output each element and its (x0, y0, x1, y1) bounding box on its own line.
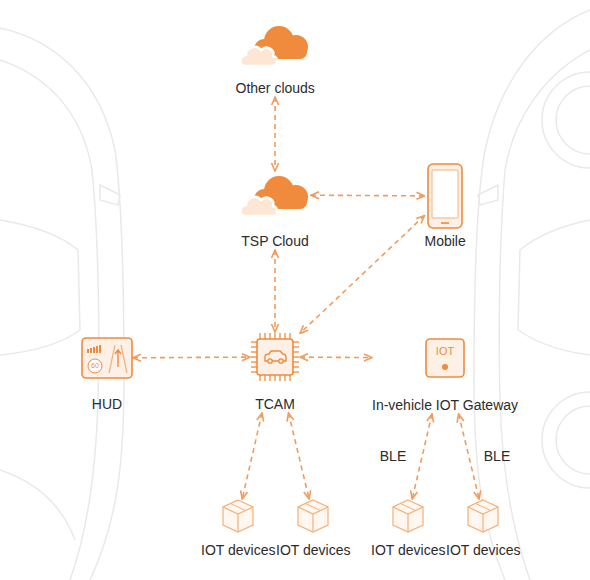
node-label: Mobile (425, 233, 466, 250)
cloud-node: Other clouds (236, 21, 315, 97)
dashed-connector (459, 414, 480, 499)
hud-node: 60HUD (81, 337, 133, 413)
icon-text: 60 (88, 362, 102, 370)
node-icon: 60 (81, 337, 133, 379)
dashed-connector (300, 216, 425, 334)
cloud-node: TSP Cloud (239, 171, 311, 250)
chip-symbol (250, 332, 300, 382)
node-label: TSP Cloud (241, 233, 308, 250)
node-icon (392, 499, 424, 533)
cube-symbol (467, 499, 499, 533)
node-icon (222, 499, 254, 533)
device-node: IOT devices (371, 499, 445, 559)
dashed-connector (133, 356, 250, 358)
node-label: Other clouds (236, 80, 315, 97)
cube-symbol (392, 499, 424, 533)
node-label: In-vehicle IOT Gateway (372, 397, 518, 414)
node-icon (239, 21, 311, 69)
iot-symbol (425, 338, 465, 378)
cloud-symbol (239, 171, 311, 219)
phone-symbol (427, 163, 463, 229)
mobile-node: Mobile (425, 163, 466, 250)
edge-label: BLE (380, 448, 406, 465)
edge-label: BLE (484, 448, 510, 465)
gateway-node: IOT In-vehicle IOT Gateway (372, 338, 518, 414)
cube-symbol (222, 499, 254, 533)
icon-text: IOT (425, 345, 465, 357)
hud-symbol (81, 337, 133, 379)
cube-symbol (297, 499, 329, 533)
dashed-connector (242, 413, 262, 499)
node-icon: IOT (425, 338, 465, 378)
dashed-connector (289, 413, 310, 499)
node-label: IOT devices (276, 542, 350, 559)
dashed-connector (412, 414, 432, 499)
node-label: TCAM (255, 396, 295, 413)
dashed-connector (311, 194, 425, 196)
device-node: IOT devices (446, 499, 520, 559)
dashed-connector (274, 250, 276, 332)
dashed-connector (274, 97, 276, 171)
node-icon (297, 499, 329, 533)
node-label: IOT devices (371, 542, 445, 559)
device-node: IOT devices (201, 499, 275, 559)
node-label: IOT devices (201, 542, 275, 559)
node-icon (467, 499, 499, 533)
node-icon (250, 332, 300, 382)
node-label: HUD (92, 396, 122, 413)
device-node: IOT devices (276, 499, 350, 559)
node-label: IOT devices (446, 542, 520, 559)
node-icon (239, 171, 311, 219)
cloud-symbol (239, 21, 311, 69)
dashed-connector (300, 356, 372, 358)
node-icon (427, 163, 463, 229)
chip-node: TCAM (250, 332, 300, 413)
